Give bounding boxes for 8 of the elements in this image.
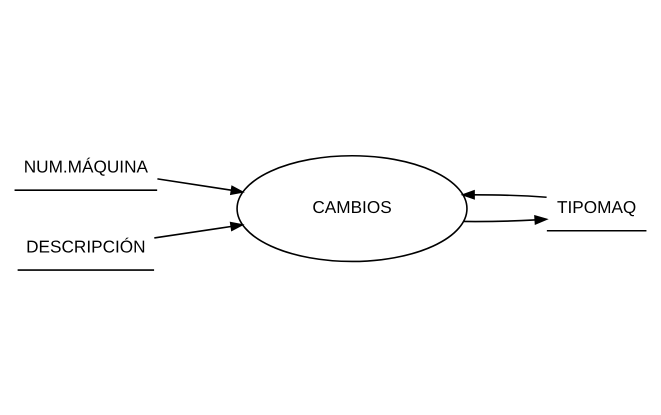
node-text: NUM.MÁQUINA <box>24 156 148 176</box>
node-text: DESCRIPCIÓN <box>26 236 146 256</box>
arrow <box>154 221 245 238</box>
arrow <box>157 178 245 195</box>
arrow <box>464 214 549 224</box>
node-ellipse: CAMBIOS <box>236 154 468 262</box>
node-text: TIPOMAQ <box>556 196 636 217</box>
arrow <box>460 189 547 200</box>
